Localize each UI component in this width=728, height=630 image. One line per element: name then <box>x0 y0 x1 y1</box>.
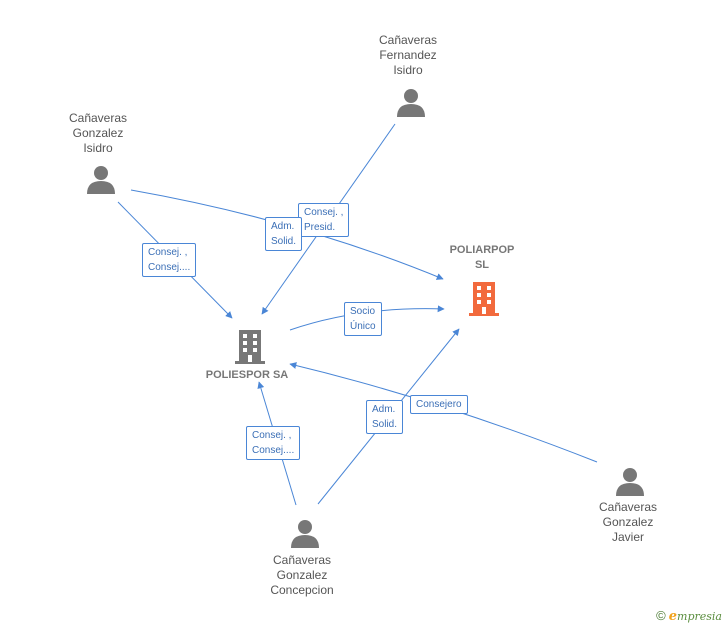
person-name-line: Concepcion <box>270 583 334 597</box>
person-label-gonzalez-javier[interactable]: Cañaveras Gonzalez Javier <box>578 500 678 545</box>
edge-label-consej-presid[interactable]: Consej. , Presid. <box>298 203 350 237</box>
person-icon[interactable] <box>615 466 645 496</box>
edge-label-line: Consej. , <box>252 430 292 441</box>
person-icon[interactable] <box>290 518 320 548</box>
person-name-line: Fernandez <box>379 48 437 62</box>
edge-label-line: Único <box>350 321 376 332</box>
edge-label-line: Socio <box>350 306 376 317</box>
edge-label-consejero[interactable]: Consejero <box>410 395 468 414</box>
brand-watermark: ©empresia <box>656 608 722 624</box>
brand-logo-e: e <box>668 609 678 624</box>
edge-label-line: Solid. <box>271 236 297 247</box>
edge-label-line: Consej.... <box>252 445 295 456</box>
person-name-line: Cañaveras <box>378 33 438 47</box>
person-name-line: Cañaveras <box>598 500 658 514</box>
edge-label-adm-solid[interactable]: Adm. Solid. <box>265 217 303 251</box>
company-label-poliespor[interactable]: POLIESPOR SA <box>197 368 297 383</box>
building-icon[interactable] <box>467 280 501 316</box>
person-name-line: Gonzalez <box>276 568 328 582</box>
person-name-line: Gonzalez <box>602 515 654 529</box>
edge-label-line: Consej.... <box>148 262 191 273</box>
edge-label-line: Consejero <box>416 399 462 410</box>
edge-label-line: Adm. <box>372 404 396 415</box>
edge-label-socio-unico[interactable]: Socio Único <box>344 302 382 336</box>
company-label-poliarpop[interactable]: POLIARPOP SL <box>432 243 532 273</box>
edge-label-line: Consej. , <box>148 247 188 258</box>
edge-label-line: Consej. , <box>304 207 344 218</box>
company-name-line: POLIESPOR SA <box>205 369 289 381</box>
building-icon[interactable] <box>233 328 267 364</box>
copyright-symbol: © <box>656 608 666 623</box>
edge-label-consej-consej[interactable]: Consej. , Consej.... <box>142 243 197 277</box>
person-name-line: Isidro <box>393 63 423 77</box>
person-label-fernandez-isidro[interactable]: Cañaveras Fernandez Isidro <box>358 33 458 78</box>
brand-logo-text: mpresia <box>677 610 722 623</box>
person-name-line: Isidro <box>83 141 113 155</box>
person-name-line: Cañaveras <box>68 111 128 125</box>
company-name-line: SL <box>474 259 490 271</box>
person-name-line: Javier <box>611 530 644 544</box>
edge-label-line: Presid. <box>304 222 336 233</box>
company-name-line: POLIARPOP <box>449 244 515 256</box>
edge-label-adm-solid[interactable]: Adm. Solid. <box>366 400 404 434</box>
person-icon[interactable] <box>396 87 426 117</box>
edge-label-line: Solid. <box>372 419 398 430</box>
person-name-line: Cañaveras <box>272 553 332 567</box>
person-label-gonzalez-isidro[interactable]: Cañaveras Gonzalez Isidro <box>48 111 148 156</box>
person-name-line: Gonzalez <box>72 126 124 140</box>
edge-label-line: Adm. <box>271 221 295 232</box>
person-label-gonzalez-concepcion[interactable]: Cañaveras Gonzalez Concepcion <box>252 553 352 598</box>
person-icon[interactable] <box>86 164 116 194</box>
edge-label-consej-consej[interactable]: Consej. , Consej.... <box>246 426 301 460</box>
